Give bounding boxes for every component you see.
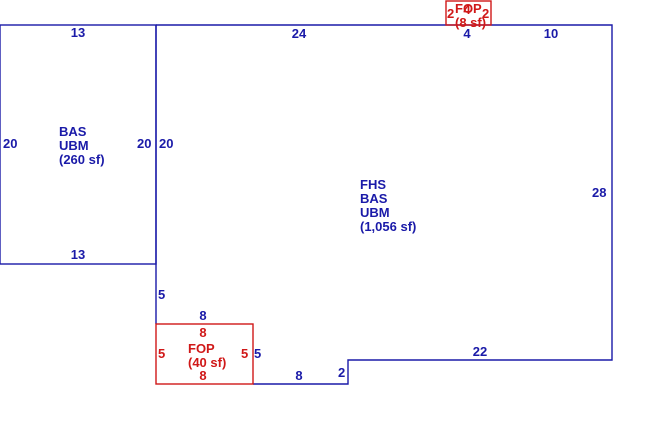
front-porch-left-dim: 5	[158, 346, 165, 361]
main-area-label-2: BAS	[360, 191, 388, 206]
left-area-top-dim: 13	[71, 25, 85, 40]
front-porch-label-1: FOP	[188, 341, 215, 356]
main-area-top-c-dim: 10	[544, 26, 558, 41]
left-area-label-1: BAS	[59, 124, 87, 139]
left-area-label-3: (260 sf)	[59, 152, 105, 167]
front-porch-right-dim: 5	[241, 346, 248, 361]
left-area-left-dim: 20	[3, 136, 17, 151]
top-porch-right-dim: 2	[482, 6, 489, 21]
main-area-bottom-mid-dim: 8	[295, 368, 302, 383]
main-area-right-dim: 28	[592, 185, 606, 200]
main-area-step-dim: 2	[338, 365, 345, 380]
left-area-label-2: UBM	[59, 138, 89, 153]
top-porch-outline	[445, 0, 492, 26]
main-area-label-3: UBM	[360, 205, 390, 220]
main-area-left-dim: 20	[159, 136, 173, 151]
main-area-outline	[155, 24, 613, 385]
main-area-porch-top-dim: 8	[199, 308, 206, 323]
top-porch-left-dim: 2	[447, 6, 454, 21]
main-area-left-lower-dim: 5	[158, 287, 165, 302]
top-porch-top-dim: 4	[463, 2, 471, 17]
top-porch-label-2: (8 sf)	[455, 15, 486, 30]
main-area-porch-right-dim: 5	[254, 346, 261, 361]
front-porch-outline	[155, 323, 254, 385]
main-area-label-4: (1,056 sf)	[360, 219, 416, 234]
left-area-bottom-dim: 13	[71, 247, 85, 262]
main-area-label-1: FHS	[360, 177, 386, 192]
main-area-top-a-dim: 24	[292, 26, 307, 41]
main-area-bottom-right-dim: 22	[473, 344, 487, 359]
top-porch-label-1: FOP	[455, 1, 482, 16]
front-porch-label-2: (40 sf)	[188, 355, 226, 370]
left-area-right-dim: 20	[137, 136, 151, 151]
front-porch-bottom-dim: 8	[199, 368, 206, 383]
front-porch-top-dim: 8	[199, 325, 206, 340]
main-area-top-b-dim: 4	[463, 26, 471, 41]
